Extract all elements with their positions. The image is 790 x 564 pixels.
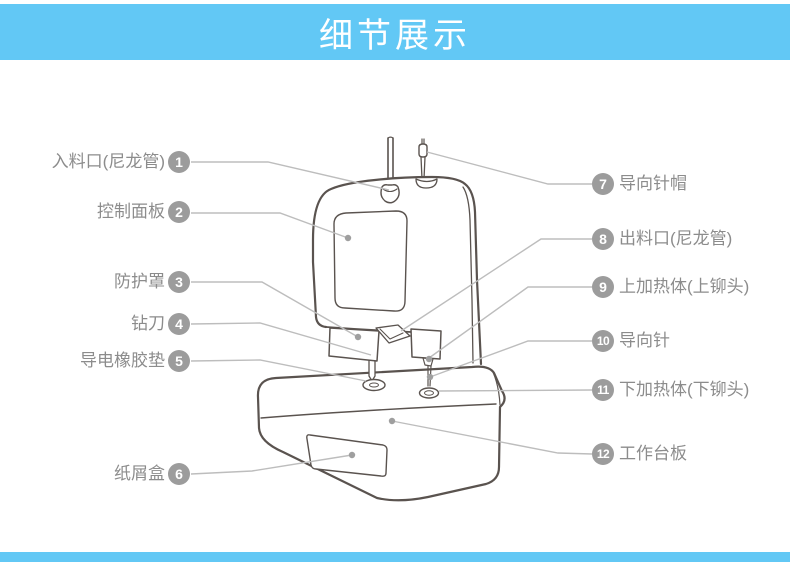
- callout-label: 上加热体(上铆头): [619, 277, 750, 296]
- callout-guide-pin: 10 导向针: [592, 330, 670, 352]
- work-table-drawing: [256, 365, 506, 502]
- leader-rubber-pad: [190, 359, 367, 382]
- leader-outlet: [400, 238, 592, 332]
- leader-scrap-drawer: [190, 454, 353, 475]
- control-panel-drawing: [333, 210, 408, 312]
- callout-guide-pin-cap: 7 导向针帽: [592, 173, 687, 195]
- number-badge: 2: [168, 201, 190, 223]
- callout-drill-blade: 钻刀 4: [131, 313, 190, 335]
- marker-dots: [344, 234, 434, 459]
- guide-pin-cap-drawing: [418, 138, 428, 180]
- callout-protective-cover: 防护罩 3: [114, 271, 190, 293]
- callout-control-panel: 控制面板 2: [97, 201, 190, 223]
- banner: 细节展示: [0, 4, 790, 60]
- leader-lower-heater: [438, 389, 593, 392]
- number-badge: 5: [168, 350, 190, 372]
- callout-outlet-nylon-tube: 8 出料口(尼龙管): [592, 228, 732, 250]
- number-badge: 8: [592, 228, 614, 250]
- number-badge: 4: [168, 313, 190, 335]
- number-badge: 12: [592, 443, 614, 465]
- callout-label: 工作台板: [619, 444, 687, 463]
- number-badge: 6: [168, 463, 190, 485]
- callout-label: 下加热体(下铆头): [619, 380, 750, 399]
- callout-inlet-nylon-tube: 入料口(尼龙管) 1: [52, 151, 190, 173]
- number-badge: 9: [592, 276, 614, 298]
- callout-label: 入料口(尼龙管): [51, 152, 165, 171]
- working-parts-drawing: [328, 324, 442, 399]
- callout-label: 防护罩: [114, 272, 165, 291]
- inlet-funnel-drawing: [380, 184, 400, 204]
- callout-lower-heater: 11 下加热体(下铆头): [592, 379, 749, 401]
- lower-heater-drawing: [418, 387, 440, 399]
- leader-upper-heater: [428, 286, 592, 359]
- callout-label: 出料口(尼龙管): [619, 229, 733, 248]
- machine-head-drawing: [311, 175, 483, 366]
- callout-label: 导向针: [619, 331, 670, 350]
- number-badge: 1: [168, 151, 190, 173]
- upper-heater-drawing: [410, 328, 442, 360]
- callout-label: 钻刀: [131, 314, 165, 333]
- callout-label: 导电橡胶垫: [80, 351, 165, 370]
- protective-cover-drawing: [328, 327, 380, 362]
- number-badge: 7: [592, 173, 614, 195]
- bottom-divider-bar: [0, 552, 790, 562]
- leader-protective-cover: [191, 281, 359, 338]
- pin-socket-drawing: [415, 178, 438, 189]
- number-badge: 3: [168, 271, 190, 293]
- number-badge: 10: [592, 330, 614, 352]
- page-title: 细节展示: [319, 16, 471, 55]
- leader-guide-pin: [429, 340, 592, 378]
- leader-inlet: [191, 161, 390, 191]
- leader-guide-pin-cap: [426, 151, 592, 185]
- number-badge: 11: [592, 379, 614, 401]
- callout-work-table: 12 工作台板: [592, 443, 687, 465]
- callout-conductive-rubber-pad: 导电橡胶垫 5: [80, 350, 190, 372]
- callout-label: 导向针帽: [619, 174, 687, 193]
- callout-upper-heater: 9 上加热体(上铆头): [592, 276, 749, 298]
- callout-paper-scrap-box: 纸屑盒 6: [114, 463, 190, 485]
- leader-work-table: [391, 420, 593, 455]
- callout-label: 控制面板: [97, 202, 165, 221]
- leader-control-panel: [191, 212, 349, 239]
- callout-label: 纸屑盒: [114, 464, 165, 483]
- leader-lines: [190, 151, 593, 475]
- rubber-pad-drawing: [362, 378, 386, 392]
- outlet-slot-drawing: [375, 324, 411, 344]
- leader-drill: [190, 322, 372, 356]
